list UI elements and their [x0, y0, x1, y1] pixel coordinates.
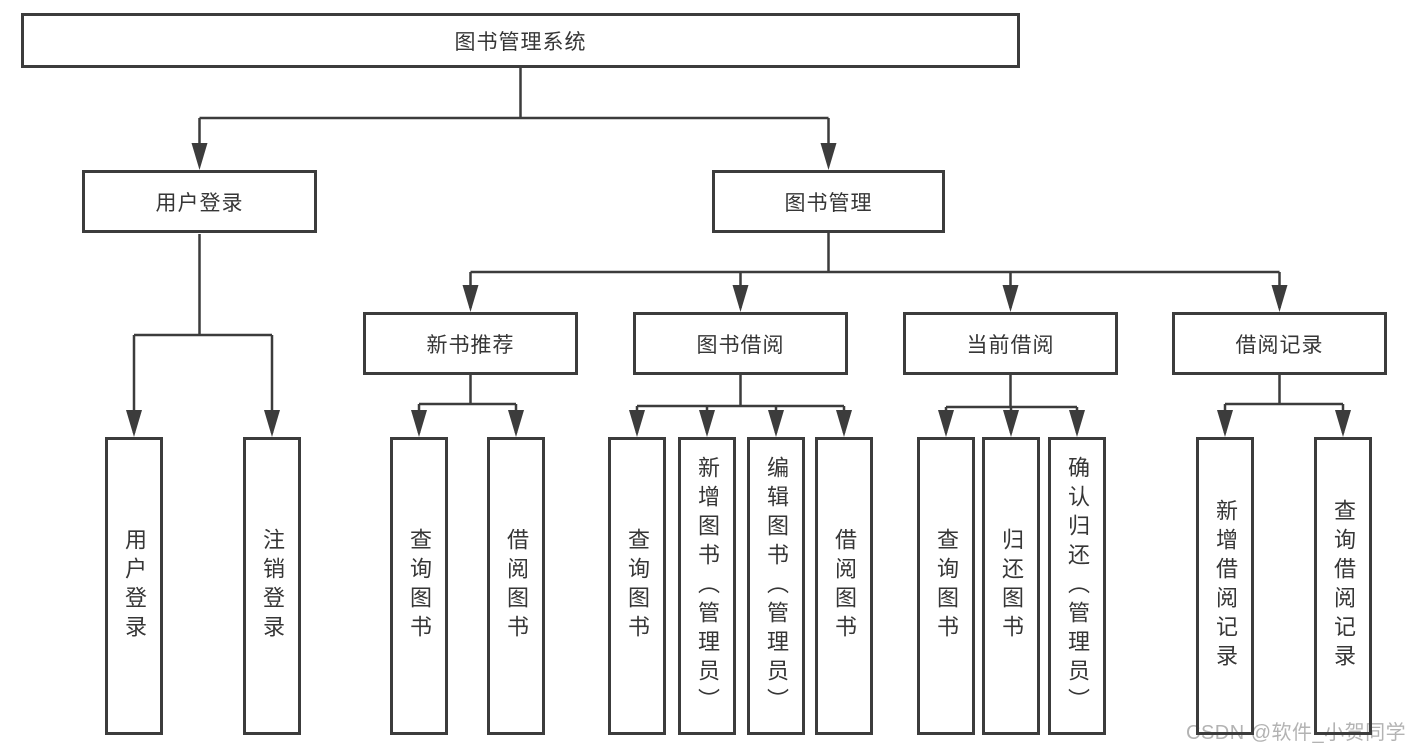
arrowhead-icon: [462, 285, 479, 312]
leaf-label: 查询图书: [934, 528, 959, 644]
arrowhead-icon: [508, 410, 524, 437]
leaf-label: 查询借阅记录: [1331, 499, 1356, 673]
leaf-label: 查询图书: [407, 528, 432, 644]
leaf-query-books-current: 查询图书: [917, 437, 975, 735]
leaf-borrow-books-borrowing: 借阅图书: [815, 437, 873, 735]
arrowhead-icon: [191, 143, 208, 170]
arrowhead-icon: [820, 143, 837, 170]
node-book-management: 图书管理: [712, 170, 945, 233]
arrowhead-icon: [768, 410, 784, 437]
leaf-label: 用户登录: [122, 528, 147, 644]
leaf-confirm-return-admin: 确认归还（管理员）: [1048, 437, 1106, 735]
connector-path: [132, 68, 1345, 433]
leaf-label: 借阅图书: [832, 528, 857, 644]
leaf-query-books-borrowing: 查询图书: [608, 437, 666, 735]
leaf-return-book: 归还图书: [982, 437, 1040, 735]
leaf-add-book-admin: 新增图书（管理员）: [678, 437, 736, 735]
arrowhead-icon: [836, 410, 852, 437]
arrowhead-icon: [1271, 285, 1288, 312]
arrowhead-icon: [699, 410, 715, 437]
node-user-login: 用户登录: [82, 170, 317, 233]
arrowhead-icon: [264, 410, 280, 437]
arrowhead-icon: [411, 410, 427, 437]
arrowhead-icon: [1069, 410, 1085, 437]
leaf-logout: 注销登录: [243, 437, 301, 735]
leaf-label: 归还图书: [999, 528, 1024, 644]
arrowhead-icon: [1003, 410, 1019, 437]
arrowhead-icon: [629, 410, 645, 437]
arrowhead-icon: [1335, 410, 1351, 437]
node-book-borrowing: 图书借阅: [633, 312, 848, 375]
leaf-user-login: 用户登录: [105, 437, 163, 735]
arrowhead-icon: [1217, 410, 1233, 437]
node-label: 借阅记录: [1235, 333, 1324, 357]
node-label: 图书管理: [784, 191, 873, 215]
node-current-borrowing: 当前借阅: [903, 312, 1118, 375]
node-label: 图书借阅: [696, 333, 785, 357]
node-label: 当前借阅: [966, 333, 1055, 357]
node-new-book-recommend: 新书推荐: [363, 312, 578, 375]
leaf-add-borrow-record: 新增借阅记录: [1196, 437, 1254, 735]
node-label: 图书管理系统: [454, 30, 587, 54]
leaf-label: 借阅图书: [504, 528, 529, 644]
arrowhead-icon: [1002, 285, 1019, 312]
leaf-label: 新增图书（管理员）: [695, 455, 720, 717]
leaf-borrow-books-recommend: 借阅图书: [487, 437, 545, 735]
leaf-label: 注销登录: [260, 528, 285, 644]
leaf-query-books-recommend: 查询图书: [390, 437, 448, 735]
node-label: 用户登录: [155, 191, 244, 215]
leaf-label: 编辑图书（管理员）: [764, 455, 789, 717]
node-label: 新书推荐: [426, 333, 515, 357]
watermark: CSDN @软件_小贺同学: [1186, 722, 1405, 744]
leaf-label: 查询图书: [625, 528, 650, 644]
leaf-label: 确认归还（管理员）: [1065, 455, 1090, 717]
arrowhead-icon: [732, 285, 749, 312]
arrowhead-icon: [126, 410, 142, 437]
leaf-query-borrow-record: 查询借阅记录: [1314, 437, 1372, 735]
node-borrowing-records: 借阅记录: [1172, 312, 1387, 375]
node-library-system: 图书管理系统: [21, 13, 1020, 68]
leaf-edit-book-admin: 编辑图书（管理员）: [747, 437, 805, 735]
leaf-label: 新增借阅记录: [1213, 499, 1238, 673]
arrowhead-icon: [938, 410, 954, 437]
